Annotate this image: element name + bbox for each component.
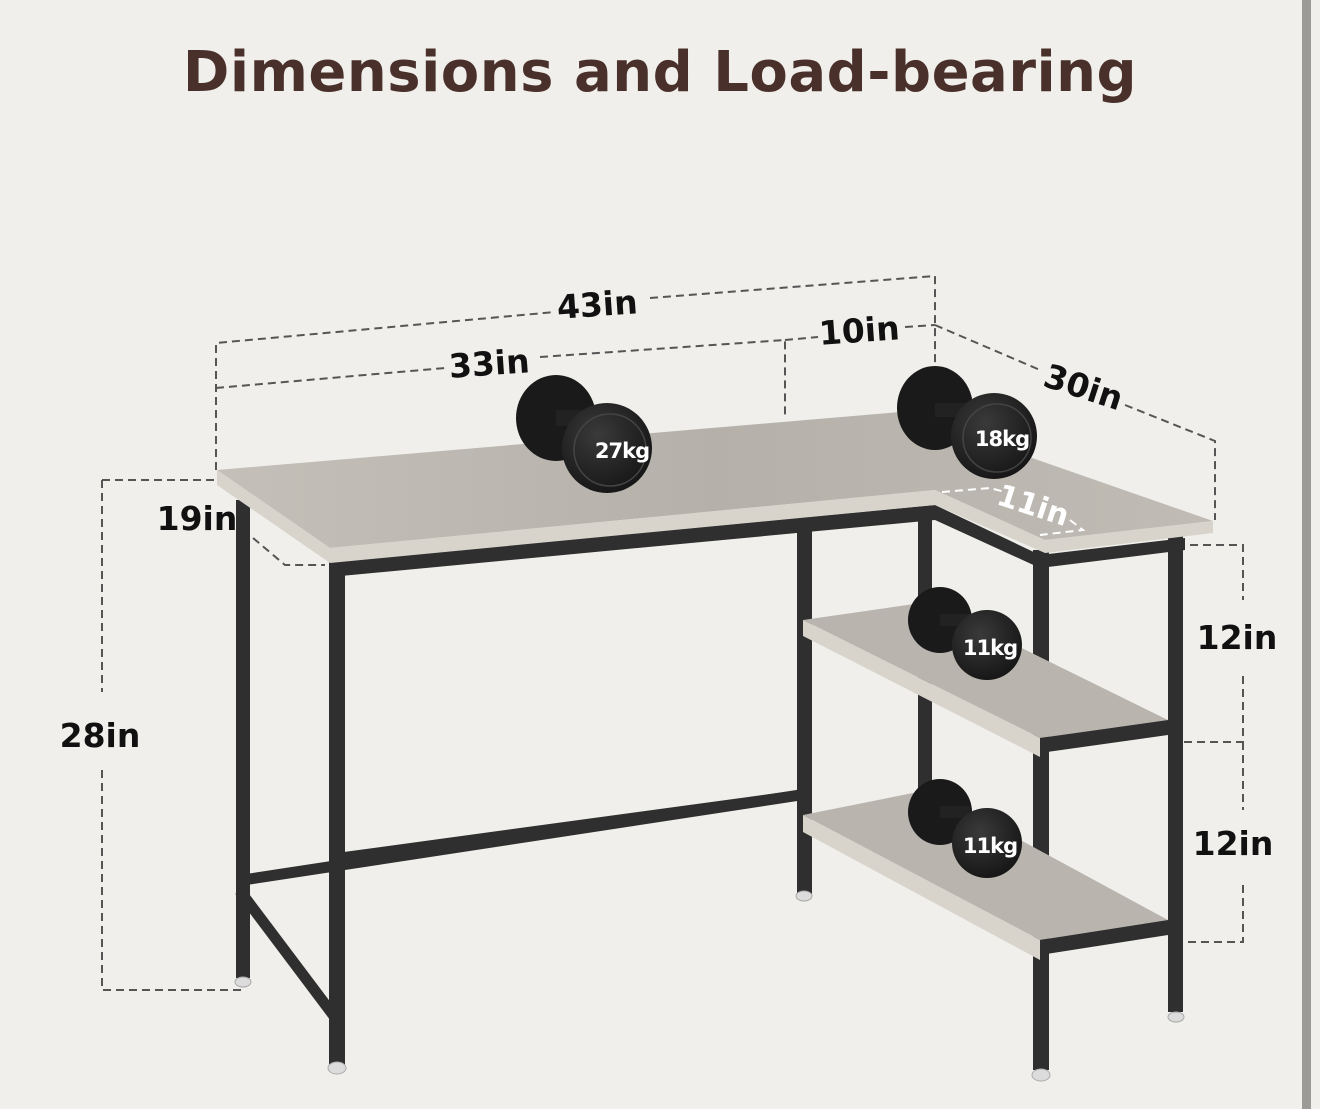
dim-main-depth: 19in (157, 499, 238, 538)
dim-main-width: 33in (448, 341, 531, 386)
scrollbar-edge (1302, 0, 1311, 1109)
dim-return-depth: 30in (1039, 356, 1128, 418)
dumbbell-upper-shelf: 11kg (908, 587, 1022, 680)
dim-return-width: 10in (818, 308, 901, 353)
dumbbell-lower-shelf: 11kg (908, 779, 1022, 878)
desk-frame (234, 500, 1185, 1082)
dim-total-width: 43in (556, 282, 639, 327)
dumbbell-desktop-main: 27kg (516, 375, 652, 493)
dim-shelf-gap-upper: 12in (1197, 618, 1278, 657)
load-label-desktop-main: 27kg (595, 439, 649, 463)
dim-shelf-gap-lower: 12in (1193, 824, 1274, 863)
dim-height: 28in (60, 716, 141, 755)
load-label-desktop-return: 18kg (975, 427, 1029, 451)
page-title: Dimensions and Load-bearing (182, 40, 1138, 105)
load-label-lower-shelf: 11kg (963, 834, 1017, 858)
load-label-upper-shelf: 11kg (963, 636, 1017, 660)
dumbbell-desktop-return: 18kg (897, 366, 1037, 479)
